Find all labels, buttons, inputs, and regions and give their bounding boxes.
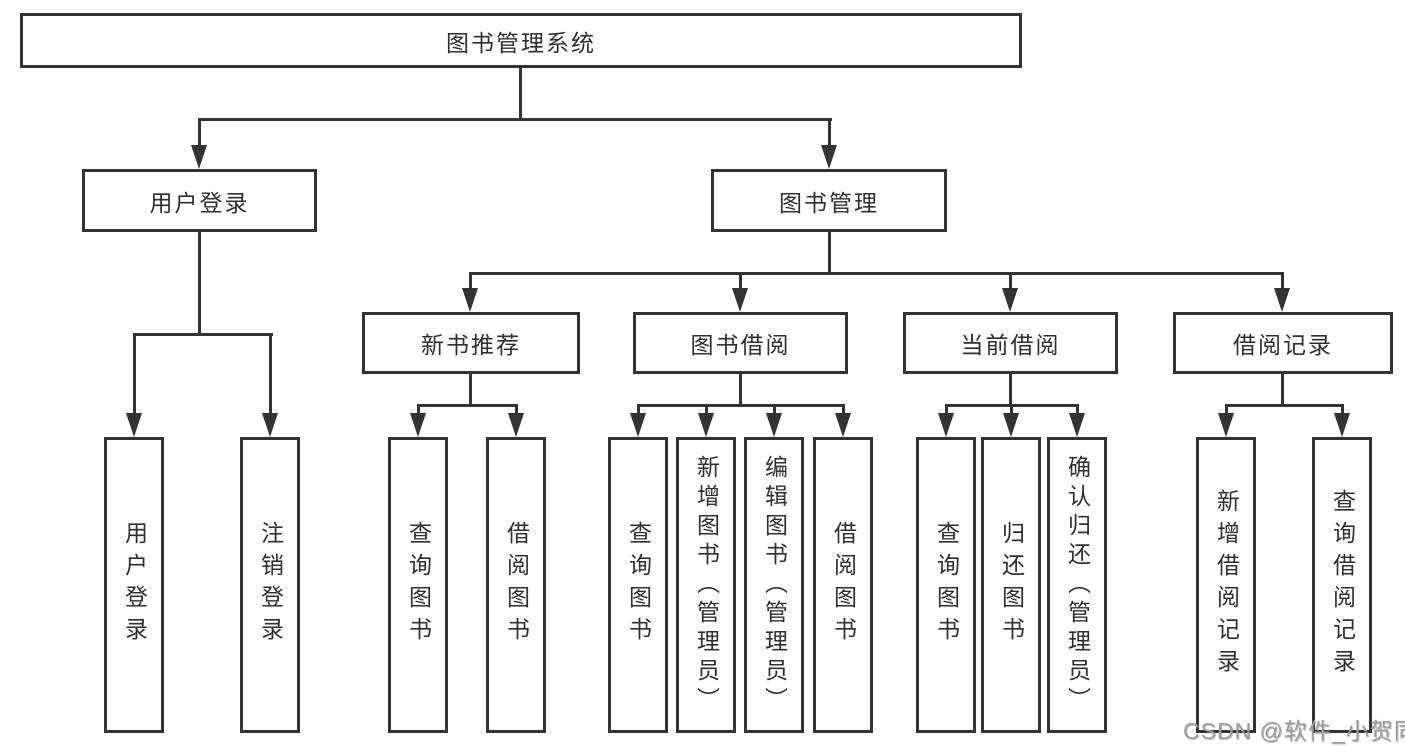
connector-line [417,404,518,407]
arrow-down-icon [766,413,782,437]
node-label: 查询图书 [933,521,960,649]
leaf-borrow-books-recommend: 借阅图书 [486,437,546,733]
node-label: 图书管理系统 [446,29,596,56]
node-label: 查询借阅记录 [1329,489,1356,681]
leaf-return-books: 归还图书 [981,437,1041,733]
connector-line [739,374,742,407]
node-borrowing-records: 借阅记录 [1173,312,1393,374]
connector-line [637,404,845,407]
arrow-down-icon [938,413,954,437]
arrow-down-icon [821,145,837,169]
connector-line [1341,404,1344,416]
connector-line [469,272,1284,275]
connector-line [828,118,831,150]
node-label: 新增图书（管理员） [693,454,720,716]
leaf-confirm-return-admin: 确认归还（管理员） [1047,437,1107,733]
node-current-borrowing: 当前借阅 [903,312,1118,374]
arrow-down-icon [835,413,851,437]
node-label: 新书推荐 [421,332,521,358]
arrow-down-icon [630,413,646,437]
node-book-management: 图书管理 [711,169,947,232]
connector-line [269,333,272,415]
leaf-edit-book-admin: 编辑图书（管理员） [744,437,804,733]
connector-line [1076,404,1079,416]
arrow-down-icon [126,413,142,437]
leaf-logout: 注销登录 [240,437,300,733]
arrow-down-icon [1003,413,1019,437]
leaf-add-book-admin: 新增图书（管理员） [676,437,736,733]
connector-line [739,272,742,292]
connector-line [1225,404,1228,416]
connector-line [417,404,420,416]
connector-line [1009,374,1012,407]
connector-line [469,374,472,407]
connector-line [133,333,273,336]
connector-line [198,232,201,336]
arrow-down-icon [262,413,278,437]
leaf-query-borrow-record: 查询借阅记录 [1312,437,1372,733]
connector-line [842,404,845,416]
node-label: 当前借阅 [960,332,1061,358]
watermark-text: CSDN @软件_小贺同学 [1183,718,1405,744]
arrow-down-icon [191,145,207,169]
connector-line [515,404,518,416]
node-label: 借阅记录 [1233,332,1333,358]
connector-line [1225,404,1344,407]
connector-line [1009,272,1012,292]
node-label: 编辑图书（管理员） [761,454,788,716]
connector-line [705,404,708,416]
node-new-book-recommend: 新书推荐 [362,312,580,374]
arrow-down-icon [508,413,524,437]
node-label: 图书管理 [779,189,879,216]
connector-line [469,272,472,292]
node-label: 查询图书 [625,521,652,649]
arrow-down-icon [698,413,714,437]
node-root-system: 图书管理系统 [20,13,1022,68]
leaf-borrow-books-borrowing: 借阅图书 [813,437,873,733]
leaf-query-books-recommend: 查询图书 [388,437,448,733]
connector-line [828,232,831,274]
connector-line [773,404,776,416]
arrow-down-icon [732,288,748,312]
node-label: 借阅图书 [503,521,530,649]
connector-line [1010,404,1013,416]
node-label: 确认归还（管理员） [1064,454,1091,716]
connector-line [198,118,201,150]
leaf-user-login: 用户登录 [104,437,164,733]
connector-line [133,333,136,415]
leaf-query-books-borrowing: 查询图书 [608,437,668,733]
node-label: 注销登录 [257,521,284,649]
node-user-login: 用户登录 [82,169,317,232]
node-label: 借阅图书 [830,521,857,649]
arrow-down-icon [1334,413,1350,437]
node-label: 图书借阅 [690,332,791,358]
arrow-down-icon [462,288,478,312]
node-label: 用户登录 [121,521,148,649]
connector-line [1281,272,1284,292]
arrow-down-icon [1069,413,1085,437]
node-label: 归还图书 [998,521,1025,649]
connector-line [945,404,948,416]
connector-line [637,404,640,416]
leaf-add-borrow-record: 新增借阅记录 [1196,437,1256,733]
connector-line [519,68,522,120]
node-label: 用户登录 [149,189,250,216]
arrow-down-icon [410,413,426,437]
arrow-down-icon [1002,288,1018,312]
node-label: 新增借阅记录 [1213,489,1240,681]
leaf-query-books-current: 查询图书 [916,437,976,733]
node-book-borrowing: 图书借阅 [633,312,848,374]
connector-line [1281,374,1284,407]
arrow-down-icon [1274,288,1290,312]
arrow-down-icon [1218,413,1234,437]
connector-line [198,118,832,121]
node-label: 查询图书 [405,521,432,649]
